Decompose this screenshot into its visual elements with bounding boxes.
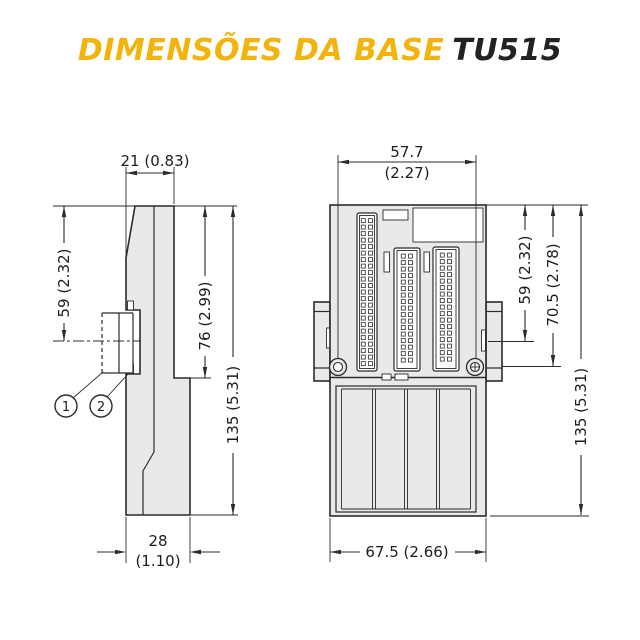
left-tab — [313, 301, 331, 382]
dim-side-height-total: 135 (5.31) — [191, 206, 242, 516]
latch-clip-b — [394, 373, 409, 381]
screw-right — [465, 357, 485, 377]
callout-1: 1 — [54, 394, 78, 418]
din-hook-top — [127, 300, 134, 311]
dim-side-height-centerline: 59 (2.32) — [55, 206, 73, 341]
dim-side-top-width: 21 (0.83) — [121, 152, 190, 256]
screw-left — [328, 357, 348, 377]
dim-side-76-label: 76 (2.99) — [196, 282, 214, 351]
dim-side-135-label: 135 (5.31) — [224, 366, 242, 445]
dim-front-675-label: 67.5 (2.66) — [365, 543, 448, 561]
label-plate — [412, 207, 484, 243]
callout-2: 2 — [89, 394, 113, 418]
callout-1-label: 1 — [62, 400, 70, 415]
connector-strip-2 — [393, 247, 421, 372]
connector-strip-1 — [356, 212, 378, 372]
side-view: 1 2 21 (0.83) — [53, 152, 242, 570]
top-window — [382, 209, 409, 221]
dim-side-bottom-width: 28 (1.10) — [97, 517, 220, 570]
dim-front-height-total: 135 (5.31) — [490, 205, 590, 517]
side-body-profile — [125, 205, 191, 516]
front-view: 57.7 (2.27) 59 (2.32) 70.5 — [313, 143, 590, 562]
slot-a — [383, 251, 390, 273]
dim-front-height-tab: 70.5 (2.78) — [502, 205, 562, 367]
dim-front-135-label: 135 (5.31) — [572, 368, 590, 447]
dim-front-577-label: 57.7 — [390, 143, 423, 161]
dim-front-705-label: 70.5 (2.78) — [544, 243, 562, 326]
dim-side-59-label: 59 (2.32) — [55, 249, 73, 318]
title-model: TU515 — [452, 33, 563, 68]
title-text: DIMENSÕES DA BASE — [77, 33, 445, 68]
connector-strip-3 — [432, 246, 460, 372]
callout-2-label: 2 — [97, 400, 105, 415]
terminal-block — [335, 385, 477, 513]
dim-side-28-label: 28 — [148, 532, 167, 550]
right-edge-slot — [481, 329, 486, 352]
dim-front-bottom-width: 67.5 (2.66) — [329, 518, 487, 562]
callout-2-leader — [106, 373, 129, 398]
latch-clip-a — [381, 373, 392, 381]
dim-front-height-centerline: 59 (2.32) — [488, 205, 534, 342]
dim-front-59-label: 59 (2.32) — [516, 236, 534, 305]
dim-side-top-width-label: 21 (0.83) — [121, 152, 190, 170]
dim-front-577-in-label: (2.27) — [384, 164, 429, 182]
dim-front-screw-spacing: 57.7 (2.27) — [337, 143, 477, 358]
dim-side-28-in-label: (1.10) — [135, 552, 180, 570]
side-inner-edge — [142, 206, 155, 515]
dim-side-height-upper: 76 (2.99) — [176, 206, 214, 379]
slot-b — [423, 251, 430, 273]
din-clip — [101, 312, 134, 374]
callout-1-leader — [72, 371, 104, 399]
